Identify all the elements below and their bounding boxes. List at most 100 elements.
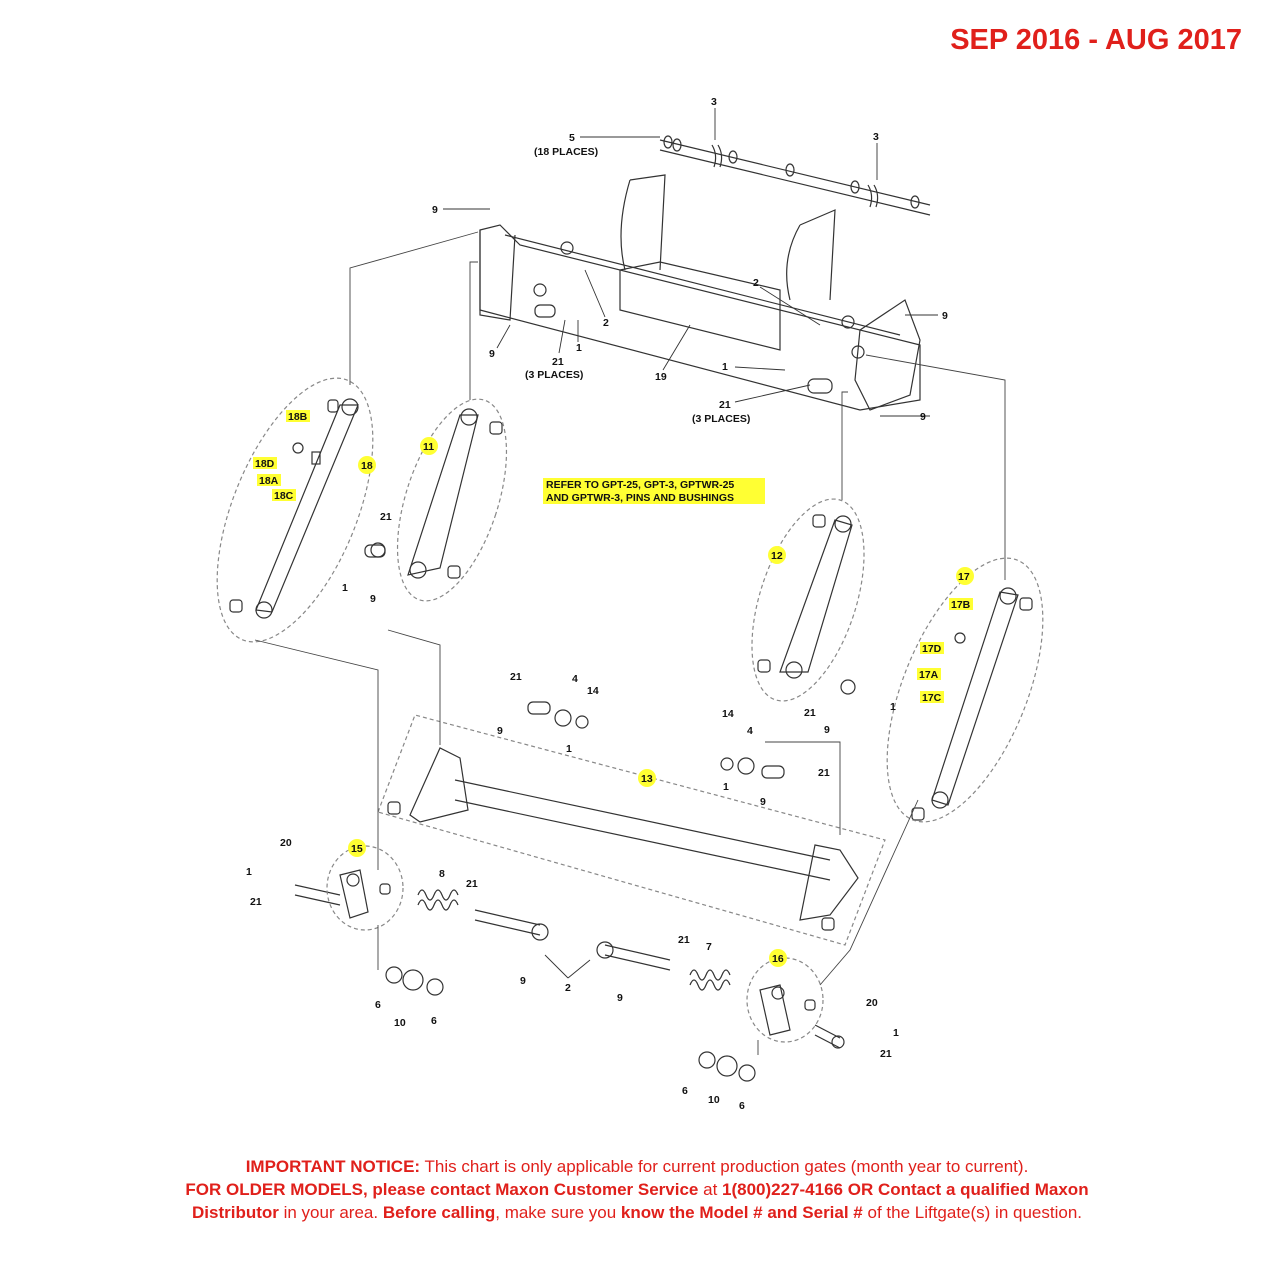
notice-of-liftgate: of the Liftgate(s) in question.	[862, 1203, 1083, 1222]
notice-at: at	[698, 1180, 723, 1199]
callout-13: 13	[641, 773, 653, 785]
callout-15: 15	[351, 843, 363, 855]
arm-11	[370, 408, 503, 579]
callout-21-j: 21	[880, 1048, 892, 1060]
spring-7	[689, 969, 731, 991]
callout-1-f: 1	[723, 781, 729, 793]
callout-20-b: 20	[866, 997, 878, 1009]
callout-17b: 17B	[951, 599, 971, 611]
callout-9-j: 9	[617, 992, 623, 1004]
note-3-places-b: (3 PLACES)	[692, 413, 750, 425]
callout-6-c: 6	[682, 1085, 688, 1097]
note-3-places-a: (3 PLACES)	[525, 369, 583, 381]
top-rod-assembly	[659, 135, 931, 216]
arm-18-outline	[216, 377, 374, 643]
callout-9-i: 9	[520, 975, 526, 987]
callout-2-c: 2	[565, 982, 571, 994]
callout-6-a: 6	[375, 999, 381, 1011]
notice-older-models: FOR OLDER MODELS, please contact Maxon C…	[185, 1180, 699, 1199]
callout-18d: 18D	[255, 458, 275, 470]
callout-9-e: 9	[370, 593, 376, 605]
notice-line-3: Distributor in your area. Before calling…	[20, 1201, 1254, 1224]
callout-1-e: 1	[566, 743, 572, 755]
callout-9-f: 9	[824, 724, 830, 736]
arm-18	[229, 398, 359, 619]
callout-11: 11	[423, 441, 434, 453]
refer-note-line1: REFER TO GPT-25, GPT-3, GPTWR-25	[546, 479, 734, 491]
arm-17-outline	[886, 557, 1044, 823]
main-frame-19	[479, 174, 921, 411]
notice-distributor: Distributor	[191, 1203, 279, 1222]
callout-17d: 17D	[922, 643, 942, 655]
callout-21-g: 21	[250, 896, 262, 908]
callout-21-i: 21	[678, 934, 690, 946]
arm-11-outline	[396, 398, 508, 602]
callout-7: 7	[706, 941, 712, 953]
washer-stack-left	[385, 966, 444, 996]
callout-16: 16	[772, 953, 784, 965]
callout-21-e: 21	[510, 671, 522, 683]
callout-17c: 17C	[922, 692, 942, 704]
callout-14-a: 14	[587, 685, 599, 697]
callout-1-c: 1	[342, 582, 348, 594]
callout-2-b: 2	[753, 277, 759, 289]
callout-18b: 18B	[288, 411, 308, 423]
bracket-16	[759, 984, 845, 1049]
note-18-places: (18 PLACES)	[534, 146, 598, 158]
callout-18a: 18A	[259, 475, 279, 487]
parts-diagram: 3 3 5 (18 PLACES) 9 9 9 9 2 2 1 21 (3 PL…	[216, 96, 1044, 1112]
callout-6-d: 6	[739, 1100, 745, 1112]
spring-8	[417, 889, 459, 911]
refer-note-line2: AND GPTWR-3, PINS AND BUSHINGS	[546, 492, 734, 504]
callout-21-h: 21	[466, 878, 478, 890]
callout-4-b: 4	[747, 725, 753, 737]
pin-assemblies	[364, 544, 785, 779]
torsion-tube-outline	[377, 714, 886, 946]
date-range-title: SEP 2016 - AUG 2017	[950, 24, 1242, 56]
torsion-tube-13	[387, 747, 859, 931]
arm-17	[911, 587, 1033, 821]
bracket-15-outline	[326, 845, 404, 931]
connector-lines	[254, 231, 1006, 1055]
callout-14-b: 14	[722, 708, 734, 720]
callout-10-b: 10	[708, 1094, 720, 1106]
callout-20-a: 20	[280, 837, 292, 849]
callout-3-top: 3	[711, 96, 717, 108]
callout-3-right: 3	[873, 131, 879, 143]
callout-18: 18	[361, 460, 373, 472]
highlighted-callouts	[348, 437, 974, 967]
callout-9-h: 9	[760, 796, 766, 808]
callout-1-h: 1	[893, 1027, 899, 1039]
washer-stack-right	[698, 1051, 756, 1082]
notice-make-sure: , make sure you	[495, 1203, 621, 1222]
spring-shafts	[474, 909, 671, 971]
callout-5: 5	[569, 132, 575, 144]
callout-21-f: 21	[818, 767, 830, 779]
callout-19: 19	[655, 371, 667, 383]
callout-9-c: 9	[920, 411, 926, 423]
callout-21-b: 21	[719, 399, 731, 411]
callout-6-b: 6	[431, 1015, 437, 1027]
notice-important-text: This chart is only applicable for curren…	[420, 1157, 1029, 1176]
callout-1-b: 1	[722, 361, 728, 373]
callout-12: 12	[771, 550, 783, 562]
arm-12-outline	[751, 498, 865, 702]
callout-17: 17	[958, 571, 970, 583]
bracket-15	[294, 869, 391, 919]
callout-2-a: 2	[603, 317, 609, 329]
notice-important-label: IMPORTANT NOTICE:	[245, 1157, 421, 1176]
notice-line-2: FOR OLDER MODELS, please contact Maxon C…	[20, 1178, 1254, 1201]
notice-in-area: in your area.	[278, 1203, 383, 1222]
bracket-16-outline	[746, 957, 824, 1043]
highlighted-label-bg	[253, 410, 973, 703]
leader-lines	[443, 108, 938, 979]
callout-1-a: 1	[576, 342, 582, 354]
notice-phone: 1(800)227-4166 OR Contact a qualified Ma…	[722, 1180, 1089, 1199]
callout-9-d: 9	[489, 348, 495, 360]
callout-9-b: 9	[942, 310, 948, 322]
notice-line-1: IMPORTANT NOTICE: This chart is only app…	[20, 1155, 1254, 1178]
callout-17a: 17A	[919, 669, 939, 681]
callout-18c: 18C	[274, 490, 294, 502]
important-notice: IMPORTANT NOTICE: This chart is only app…	[20, 1155, 1254, 1224]
notice-know-model: know the Model # and Serial #	[620, 1203, 863, 1222]
